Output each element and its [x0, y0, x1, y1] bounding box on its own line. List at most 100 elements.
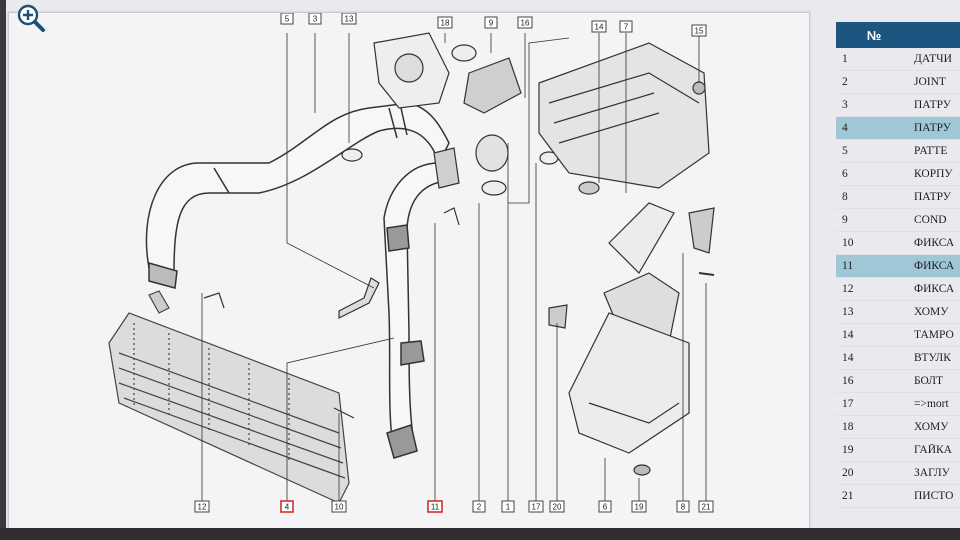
- row-part-name: ХОМУ: [914, 421, 949, 433]
- row-number: 19: [842, 444, 854, 456]
- callout-17[interactable]: 17: [528, 500, 544, 513]
- table-row[interactable]: 18 ХОМУ: [836, 416, 960, 439]
- callout-15[interactable]: 15: [691, 24, 707, 37]
- row-part-name: ПАТРУ: [914, 191, 951, 203]
- row-number: 5: [842, 145, 848, 157]
- callout-8[interactable]: 8: [676, 500, 690, 513]
- svg-text:14: 14: [595, 23, 604, 32]
- callout-12[interactable]: 12: [194, 500, 210, 513]
- table-row[interactable]: 17 =>mort: [836, 393, 960, 416]
- svg-text:2: 2: [477, 503, 482, 512]
- row-number: 8: [842, 191, 848, 203]
- table-row[interactable]: 9 COND: [836, 209, 960, 232]
- row-part-name: ФИКСА: [914, 237, 955, 249]
- table-row[interactable]: 8 ПАТРУ: [836, 186, 960, 209]
- row-part-name: ГАЙКА: [914, 444, 952, 456]
- table-row[interactable]: 6 КОРПУ: [836, 163, 960, 186]
- row-part-name: ВТУЛК: [914, 352, 951, 364]
- callout-3[interactable]: 3: [308, 12, 322, 25]
- row-part-name: PATTE: [914, 145, 948, 157]
- callout-19[interactable]: 19: [631, 500, 647, 513]
- row-part-name: ЗАГЛУ: [914, 467, 950, 479]
- row-part-name: ПИСТО: [914, 490, 954, 502]
- table-row[interactable]: 20 ЗАГЛУ: [836, 462, 960, 485]
- header-number: №: [866, 27, 882, 43]
- callout-18[interactable]: 18: [437, 16, 453, 29]
- row-number: 14: [842, 352, 854, 364]
- callout-20[interactable]: 20: [549, 500, 565, 513]
- row-part-name: =>mort: [914, 398, 949, 410]
- throttle-body: [341, 32, 559, 196]
- callout-21[interactable]: 21: [698, 500, 714, 513]
- row-part-name: ПАТРУ: [914, 122, 951, 134]
- row-part-name: COND: [914, 214, 947, 226]
- svg-text:5: 5: [285, 15, 290, 24]
- callout-10[interactable]: 10: [331, 500, 347, 513]
- table-header: №: [836, 22, 960, 48]
- exploded-parts-diagram[interactable]: 5 3 13 18 9 16 14 7 15 12 4 10 11 2 1 17…: [8, 12, 810, 530]
- row-number: 2: [842, 76, 848, 88]
- row-number: 20: [842, 467, 854, 479]
- callout-16[interactable]: 16: [517, 16, 533, 29]
- table-row[interactable]: 2 JOINT: [836, 71, 960, 94]
- resonator-box: [548, 202, 715, 476]
- table-row[interactable]: 14 ВТУЛК: [836, 347, 960, 370]
- callout-9[interactable]: 9: [484, 16, 498, 29]
- svg-text:6: 6: [603, 503, 608, 512]
- row-number: 11: [842, 260, 854, 272]
- row-number: 9: [842, 214, 848, 226]
- svg-text:11: 11: [431, 503, 440, 512]
- svg-text:21: 21: [702, 503, 711, 512]
- row-number: 17: [842, 398, 854, 410]
- hose-4: [383, 162, 449, 459]
- svg-text:8: 8: [681, 503, 686, 512]
- callout-4[interactable]: 4: [280, 500, 294, 513]
- callout-7[interactable]: 7: [619, 20, 633, 33]
- svg-text:19: 19: [635, 503, 644, 512]
- row-part-name: ТАМРО: [914, 329, 954, 341]
- row-part-name: КОРПУ: [914, 168, 953, 180]
- row-part-name: БОЛТ: [914, 375, 944, 387]
- air-box: [538, 42, 710, 195]
- row-part-name: ДАТЧИ: [914, 53, 952, 65]
- callout-13[interactable]: 13: [341, 12, 357, 25]
- row-number: 12: [842, 283, 854, 295]
- row-number: 6: [842, 168, 848, 180]
- svg-text:4: 4: [285, 503, 290, 512]
- callout-14[interactable]: 14: [591, 20, 607, 33]
- callout-6[interactable]: 6: [598, 500, 612, 513]
- svg-text:15: 15: [695, 27, 704, 36]
- svg-text:16: 16: [521, 19, 530, 28]
- table-row[interactable]: 5 PATTE: [836, 140, 960, 163]
- table-row[interactable]: 11 ФИКСА: [836, 255, 960, 278]
- row-part-name: ХОМУ: [914, 306, 949, 318]
- svg-text:7: 7: [624, 23, 629, 32]
- callout-11[interactable]: 11: [427, 500, 443, 513]
- row-number: 18: [842, 421, 854, 433]
- callout-1[interactable]: 1: [501, 500, 515, 513]
- svg-text:1: 1: [506, 503, 511, 512]
- leader-lines: [201, 33, 707, 503]
- row-part-name: ФИКСА: [914, 260, 955, 272]
- brackets: [203, 207, 460, 419]
- diagram-svg: 5 3 13 18 9 16 14 7 15 12 4 10 11 2 1 17…: [108, 12, 715, 513]
- table-row[interactable]: 19 ГАЙКА: [836, 439, 960, 462]
- row-part-name: JOINT: [914, 76, 946, 88]
- callout-2[interactable]: 2: [472, 500, 486, 513]
- zoom-in-icon[interactable]: [14, 2, 48, 36]
- svg-text:10: 10: [335, 503, 344, 512]
- callout-5[interactable]: 5: [280, 12, 294, 25]
- intercooler-core: [108, 290, 350, 504]
